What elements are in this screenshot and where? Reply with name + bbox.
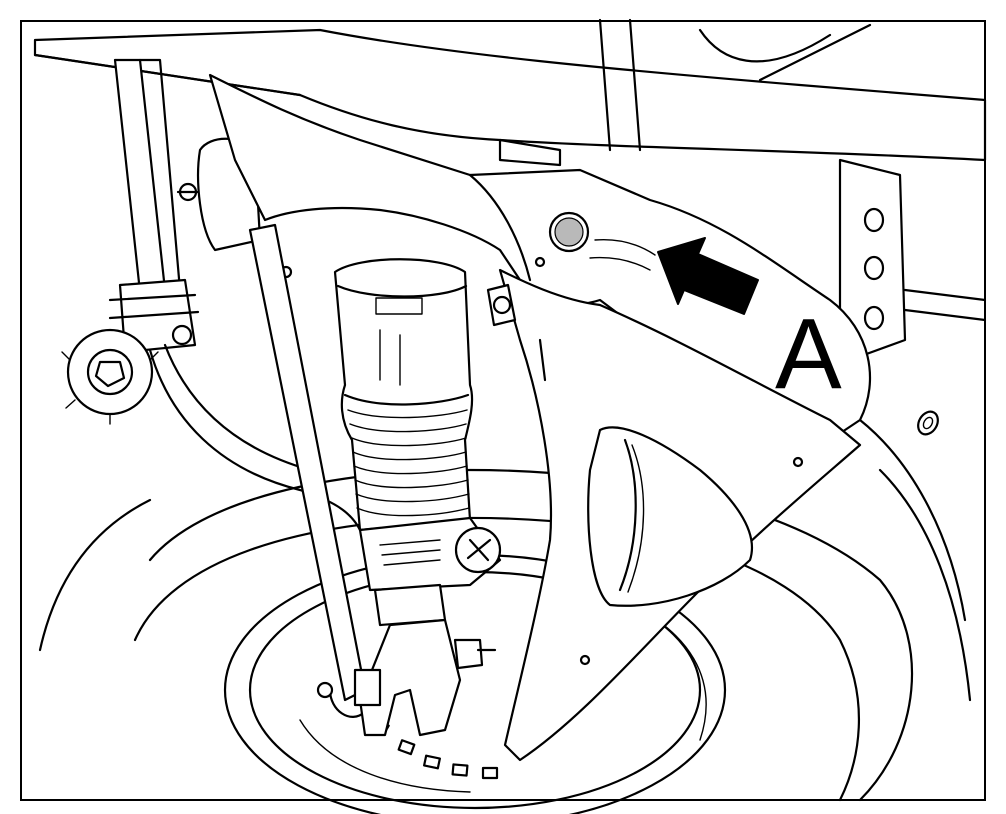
frame-rail <box>33 18 987 162</box>
lower-arm <box>498 268 862 762</box>
arm-bolt <box>486 283 517 327</box>
bushing-mount <box>61 328 159 425</box>
stabilizer-bar <box>108 58 362 532</box>
callout-label: A <box>775 298 842 410</box>
air-spring <box>333 258 474 532</box>
target-hole <box>534 211 656 271</box>
valve-fitting <box>358 516 502 592</box>
wheel <box>38 418 972 814</box>
arrow-icon <box>657 237 759 315</box>
side-bracket <box>838 158 987 436</box>
